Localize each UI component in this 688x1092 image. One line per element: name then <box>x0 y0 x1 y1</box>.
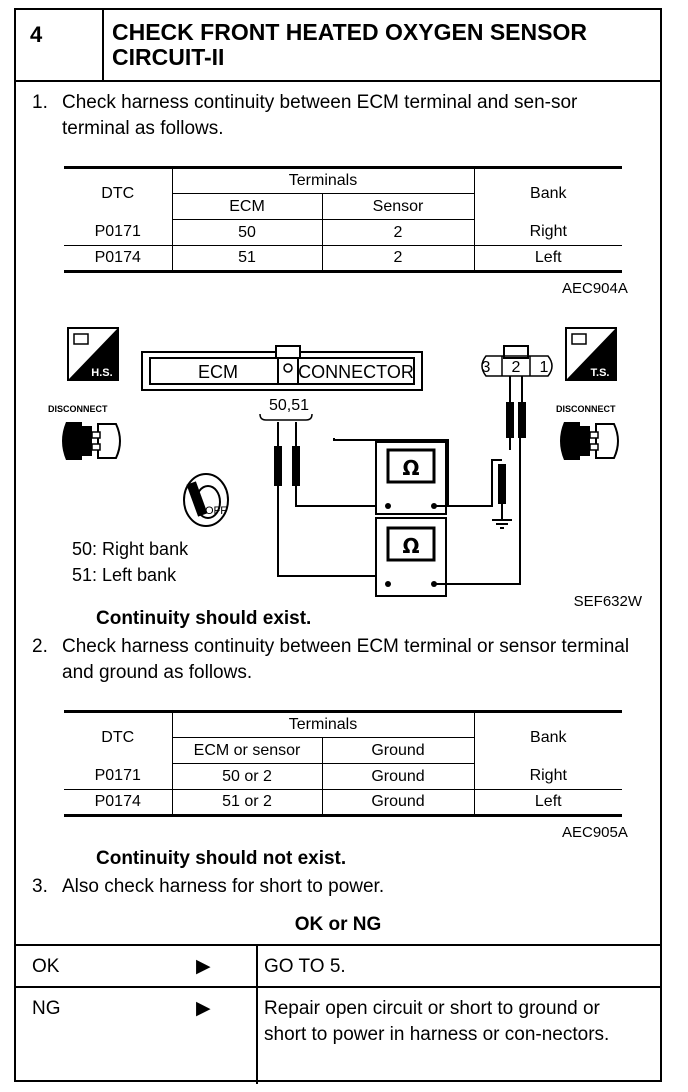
arrow-icon: ▶ <box>196 956 211 977</box>
result-key-ng: NG <box>32 998 61 1019</box>
pin-1: 1 <box>540 359 549 376</box>
figure-code-1: AEC904A <box>562 280 628 297</box>
hs-label: H.S. <box>91 367 112 379</box>
cell-bank: Right <box>473 763 622 790</box>
col-ecm-or-sensor: ECM or sensor <box>171 737 322 764</box>
cell-dtc: P0171 <box>64 763 172 790</box>
terminal-legend: 50: Right bank 51: Left bank <box>72 536 188 588</box>
cell-ecm: 51 <box>171 245 322 272</box>
continuity-note-1: Continuity should exist. <box>96 608 312 629</box>
terminal-table-1: DTC Terminals Bank ECM Sensor P0171 50 2… <box>64 166 622 273</box>
ecm-connector: ECM CONNECTOR <box>141 345 423 391</box>
key-off-label: OFF <box>205 505 227 517</box>
step-3-text: Also check harness for short to power. <box>62 876 385 897</box>
figure-code-2: SEF632W <box>574 593 643 610</box>
col-group-terminals: Terminals <box>171 711 474 738</box>
ohm-symbol-1: Ω <box>402 456 419 480</box>
procedure-frame: 4 CHECK FRONT HEATED OXYGEN SENSOR CIRCU… <box>14 8 662 1084</box>
cell-ecm: 50 <box>171 219 322 246</box>
disconnect-label-right: DISCONNECT <box>556 404 616 414</box>
disconnect-connector-icon <box>560 422 619 460</box>
ts-label: T.S. <box>591 367 610 379</box>
step-1-text: Check harness continuity between ECM ter… <box>62 92 578 139</box>
step-2-number: 2. <box>32 636 48 657</box>
step-header: 4 CHECK FRONT HEATED OXYGEN SENSOR CIRCU… <box>16 10 660 82</box>
ground-probe <box>492 464 512 529</box>
connector-label: CONNECTOR <box>298 362 414 382</box>
step-1-number: 1. <box>32 92 48 113</box>
step-title: CHECK FRONT HEATED OXYGEN SENSOR CIRCUIT… <box>112 19 587 70</box>
hs-icon: H.S. <box>67 327 119 381</box>
cell-ecm-or-sensor: 50 or 2 <box>171 763 322 790</box>
col-dtc: DTC <box>101 185 135 203</box>
cell-ecm-or-sensor: 51 or 2 <box>171 789 322 816</box>
sensor-connector: 3 2 1 <box>481 345 553 450</box>
result-row-ok: OK ▶ GO TO 5. <box>16 944 660 988</box>
cell-dtc: P0174 <box>94 793 141 810</box>
legend-item: 51: Left bank <box>72 565 177 585</box>
result-value-ok: GO TO 5. <box>264 956 346 977</box>
col-dtc: DTC <box>101 729 135 747</box>
wire-meter1 <box>333 438 449 507</box>
disconnect-connector-icon <box>62 422 121 460</box>
cell-ground: Ground <box>321 763 474 790</box>
terminal-numbers: 50,51 <box>269 397 309 414</box>
cell-bank: Left <box>473 789 622 816</box>
cell-sensor: 2 <box>321 219 474 246</box>
col-bank: Bank <box>473 711 622 764</box>
table-row: P0171 50 or 2 Ground Right <box>64 763 622 790</box>
ecm-label: ECM <box>198 362 238 382</box>
step-number: 4 <box>16 10 104 80</box>
col-ground: Ground <box>321 737 474 764</box>
step-2-text: Check harness continuity between ECM ter… <box>62 636 630 683</box>
result-value-ng: Repair open circuit or short to ground o… <box>264 998 610 1045</box>
continuity-note-2: Continuity should not exist. <box>96 848 347 869</box>
col-group-terminals: Terminals <box>171 167 474 194</box>
cell-bank: Right <box>473 219 622 246</box>
cell-dtc: P0174 <box>94 249 141 266</box>
ignition-key-icon: OFF <box>183 473 229 527</box>
ohmmeter-1: Ω <box>375 441 447 515</box>
step-3-number: 3. <box>32 876 48 897</box>
cell-dtc: P0171 <box>64 219 172 246</box>
pin-3: 3 <box>482 359 491 376</box>
col-ecm: ECM <box>171 193 322 220</box>
result-key-ok: OK <box>32 956 60 977</box>
cell-ground: Ground <box>321 789 474 816</box>
wiring-diagram: H.S. DISCONNECT ECM CONNECTOR 50,51 <box>48 327 643 610</box>
table-row: P0171 50 2 Right <box>64 219 622 246</box>
result-row-ng: NG ▶ Repair open circuit or short to gro… <box>16 986 660 1084</box>
col-sensor: Sensor <box>321 193 474 220</box>
wire-meter2 <box>434 434 521 585</box>
cell-sensor: 2 <box>321 245 474 272</box>
ecm-probes <box>274 422 388 577</box>
ohm-symbol-2: Ω <box>402 534 419 558</box>
pin-2: 2 <box>512 359 521 376</box>
ts-icon: T.S. <box>565 327 617 381</box>
table-row: P0174 51 or 2 Ground Left <box>64 789 622 816</box>
cell-bank: Left <box>473 245 622 272</box>
table-row: P0174 51 2 Left <box>64 245 622 272</box>
arrow-icon: ▶ <box>196 998 211 1019</box>
col-bank: Bank <box>473 167 622 220</box>
figure-code-3: AEC905A <box>562 824 628 841</box>
disconnect-label-left: DISCONNECT <box>48 404 108 414</box>
ok-or-ng-title: OK or NG <box>294 914 382 935</box>
terminal-table-2: DTC Terminals Bank ECM or sensor Ground … <box>64 710 622 817</box>
legend-item: 50: Right bank <box>72 539 189 559</box>
